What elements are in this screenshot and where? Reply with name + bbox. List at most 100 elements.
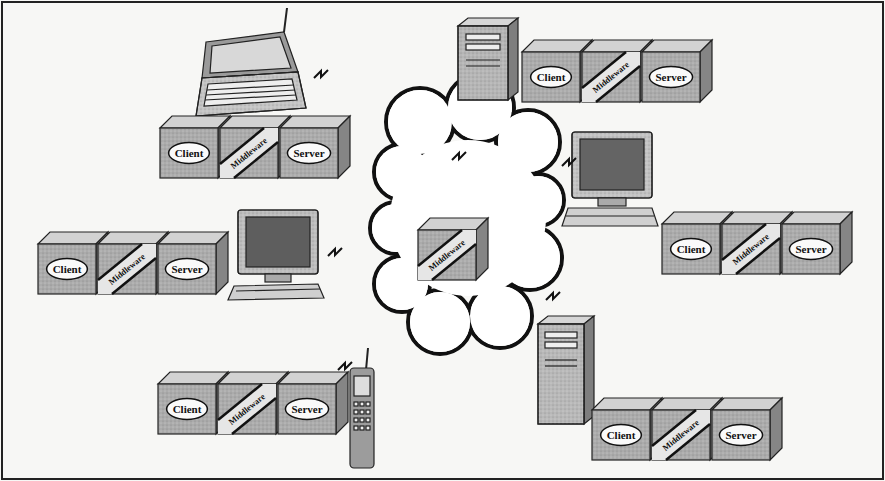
laptop-icon [196,72,306,116]
wireless-link-symbol [328,248,342,256]
label-oval [287,143,330,164]
diagonal-band [98,244,156,294]
cube-front [522,52,580,102]
laptop-icon [205,95,296,100]
mobile-phone-icon [354,410,358,414]
mobile-phone-icon [366,426,370,430]
mobile-phone-icon [354,418,358,422]
role-label: Client [607,430,636,441]
diagonal-band [582,52,640,102]
cube-front [722,224,780,274]
cube-texture [782,224,840,274]
label-oval [601,425,642,446]
cube-front [642,52,700,102]
cube-front [158,384,216,434]
cube-texture [158,384,216,434]
laptop-icon [206,90,295,95]
tower-server-icon [466,59,500,60]
component-cube: Middleware [418,218,488,280]
mobile-phone-icon [360,410,364,414]
network-cloud [390,140,546,296]
wireless-link-symbol [562,158,576,166]
cube-texture [722,224,780,274]
label-oval [47,259,88,280]
network-cloud [372,76,562,352]
role-label: Client [53,264,82,275]
cube-front [652,410,710,460]
role-label: Server [293,148,324,159]
mobile-phone-icon [354,402,358,406]
laptop-icon [204,79,297,106]
cube-texture [652,410,710,460]
cube-texture [218,384,276,434]
role-label: Server [171,264,202,275]
diagonal-band [652,410,710,460]
label-oval [789,239,832,260]
diagonal-band [722,224,780,274]
label-oval [165,259,208,280]
desktop-computer-icon [246,217,310,267]
tower-server-icon [545,332,577,338]
role-label: Server [725,430,756,441]
wireless-link-symbol [314,70,328,78]
mobile-phone-icon [366,348,368,370]
component-cube: Server [712,398,782,460]
mobile-phone-icon [360,402,364,406]
cube-texture [158,244,216,294]
cube-texture [712,410,770,460]
component-cube: Server [280,116,350,178]
component-cube: Server [642,40,712,102]
component-cube: Server [782,212,852,274]
mobile-phone-icon [354,402,370,430]
desktop-computer-icon [562,208,658,226]
desktop-computer-icon [238,210,318,274]
cube-front [220,128,278,178]
mobile-phone-icon [366,410,370,414]
desktop-computer-icon [566,215,654,216]
mobile-phone-icon [350,348,374,468]
cube-texture [160,128,218,178]
cube-side [476,218,488,280]
desktop-computer-icon [238,210,318,274]
cube-texture [642,52,700,102]
cube-side [216,232,228,294]
tower-server-icon [538,316,594,424]
cube-side [338,116,350,178]
mobile-phone-icon [366,402,370,406]
role-label: Server [795,244,826,255]
cube-front [38,244,96,294]
cube-front [418,230,476,280]
tower-server-icon [458,26,508,100]
tower-server-icon [584,316,594,424]
component-cube: Server [158,232,228,294]
label-oval [167,399,208,420]
tower-server-icon [538,324,584,424]
desktop-computer-icon [228,284,324,300]
tower-server-icon [545,359,577,360]
cube-front [98,244,156,294]
network-cloud [370,74,564,354]
cube-texture [522,52,580,102]
cube-texture [278,384,336,434]
diagonal-band [220,128,278,178]
laptop-icon [207,85,294,90]
tower-server-icon [458,18,518,100]
mobile-phone-icon [360,418,364,422]
desktop-computer-icon [562,132,658,226]
tower-server-icon [466,65,500,66]
label-oval [285,399,328,420]
wireless-link-symbol [338,362,352,370]
label-oval [671,239,712,260]
mobile-phone-icon [360,426,364,430]
cube-texture [662,224,720,274]
tower-server-icon [545,365,577,366]
component-cube: Server [278,372,348,434]
diagonal-band [418,230,476,280]
network-cloud [370,74,564,354]
wireless-link-symbol [452,152,466,160]
cube-side [700,40,712,102]
label-oval [169,143,210,164]
role-label: Server [291,404,322,415]
